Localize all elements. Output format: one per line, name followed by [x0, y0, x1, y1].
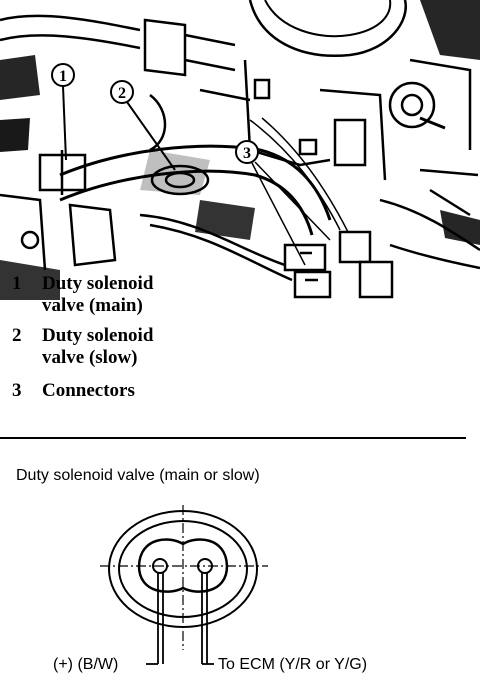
legend-text: valve (slow) [42, 347, 138, 368]
legend-number: 1 [12, 273, 22, 294]
legend-number: 2 [12, 325, 22, 346]
legend-text: Duty solenoid [42, 273, 154, 294]
connector-title: Duty solenoid valve (main or slow) [16, 467, 260, 484]
pin-right [197, 558, 213, 574]
pin-left [152, 558, 168, 574]
callout-1-label: 1 [59, 68, 67, 85]
legend-item-2: 2 Duty solenoid valve (slow) [12, 325, 153, 369]
callout-1: 1 [51, 63, 75, 161]
legend-item-3: 3 Connectors [12, 380, 135, 402]
callout-3: 3 [235, 140, 331, 266]
legend-text: Connectors [42, 380, 135, 401]
callout-2-label: 2 [118, 85, 126, 102]
section-divider [0, 437, 466, 439]
engine-bay-illustration: 1 2 3 [0, 0, 480, 300]
legend-text: valve (main) [42, 295, 143, 316]
pin-left-label: (+) (B/W) [53, 656, 119, 673]
pin-right-label: To ECM (Y/R or Y/G) [218, 656, 368, 673]
legend-number: 3 [12, 380, 22, 401]
callout-3-label: 3 [243, 145, 251, 162]
legend-item-1: 1 Duty solenoid valve (main) [12, 273, 153, 317]
connector-diagram [100, 505, 268, 665]
terminal-cavity [137, 538, 229, 593]
legend-text: Duty solenoid [42, 325, 154, 346]
callout-2: 2 [110, 80, 176, 171]
